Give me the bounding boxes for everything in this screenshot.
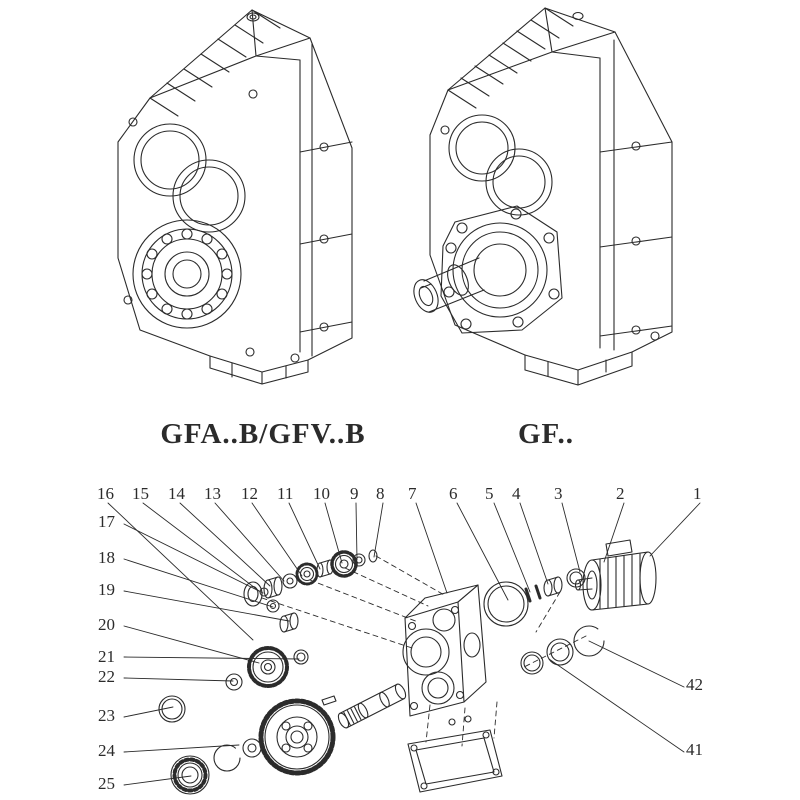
callout-23: 23 — [98, 706, 115, 725]
product-label-gfab: GFA..B/GFV..B — [160, 418, 366, 450]
product-drawings — [117, 7, 673, 386]
cover-plate-part — [407, 715, 503, 793]
callout-8: 8 — [376, 484, 385, 503]
callout-24: 24 — [98, 741, 115, 760]
callout-2: 2 — [616, 484, 625, 503]
gearbox-drawing-gf — [413, 7, 673, 386]
callout-4: 4 — [512, 484, 521, 503]
callout-14: 14 — [168, 484, 185, 503]
callout-42: 42 — [686, 675, 703, 694]
callout-20: 20 — [98, 615, 115, 634]
callout-5: 5 — [485, 484, 494, 503]
housing-part — [402, 584, 487, 717]
callout-12: 12 — [241, 484, 258, 503]
callout-10: 10 — [313, 484, 330, 503]
callout-7: 7 — [408, 484, 417, 503]
callout-15: 15 — [132, 484, 149, 503]
callout-1: 1 — [693, 484, 702, 503]
callout-22: 22 — [98, 667, 115, 686]
callout-11: 11 — [277, 484, 294, 503]
callout-16: 16 — [97, 484, 114, 503]
motor-part — [574, 539, 657, 611]
callout-9: 9 — [350, 484, 359, 503]
leader-lines — [107, 502, 701, 786]
callout-17: 17 — [98, 512, 115, 531]
callout-25: 25 — [98, 774, 115, 793]
motor-side-parts — [483, 568, 586, 627]
projection-lines — [261, 555, 587, 747]
callout-21: 21 — [98, 647, 115, 666]
product-label-gf: GF.. — [517, 418, 575, 450]
callout-3: 3 — [554, 484, 563, 503]
output-ring-parts — [520, 625, 605, 675]
callout-18: 18 — [98, 548, 115, 567]
callout-19: 19 — [98, 580, 115, 599]
callout-41: 41 — [686, 740, 703, 759]
output-shaft-parts — [158, 646, 407, 795]
input-shaft-parts — [243, 549, 378, 633]
gearbox-drawing-gfab — [117, 9, 353, 385]
callout-13: 13 — [204, 484, 221, 503]
callout-6: 6 — [449, 484, 458, 503]
